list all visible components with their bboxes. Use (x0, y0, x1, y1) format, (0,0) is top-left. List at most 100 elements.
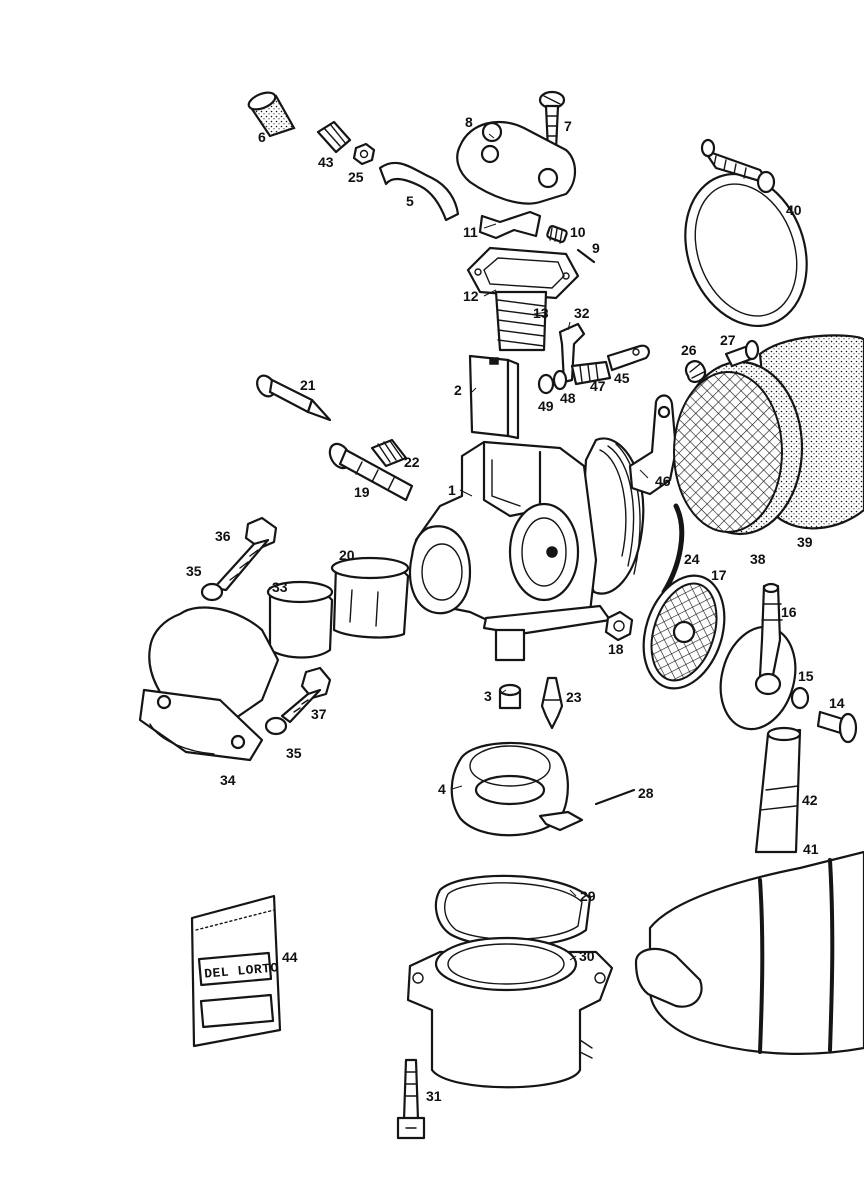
label-49: 49 (538, 398, 554, 414)
label-5: 5 (406, 193, 414, 209)
fuel-inlet-part (719, 582, 797, 731)
banjo-nut-part (604, 610, 634, 642)
label-10: 10 (570, 224, 586, 240)
label-26: 26 (681, 342, 697, 358)
float-bowl-part (406, 936, 614, 1089)
manifold-stud-lower-part (280, 666, 332, 724)
idle-spring-part (370, 438, 408, 468)
mounting-bracket-part (628, 394, 678, 496)
rubber-sleeve-part (330, 556, 410, 639)
bracket-hole (657, 405, 671, 419)
label-2: 2 (454, 382, 462, 398)
label-29: 29 (580, 888, 596, 904)
label-9: 9 (592, 240, 600, 256)
intake-manifold-part (138, 580, 334, 762)
label-48: 48 (560, 390, 576, 406)
label-39: 39 (797, 534, 813, 550)
label-14: 14 (829, 695, 845, 711)
carburettor-body-part (408, 437, 645, 662)
small-spring-part (546, 225, 568, 244)
label-47: 47 (590, 378, 606, 394)
label-3: 3 (484, 688, 492, 704)
label-35-upper: 35 (186, 563, 202, 579)
label-19: 19 (354, 484, 370, 500)
label-15: 15 (798, 668, 814, 684)
label-22: 22 (404, 454, 420, 470)
label-21: 21 (300, 377, 316, 393)
label-4: 4 (438, 781, 446, 797)
choke-lever-part (558, 322, 586, 384)
top-gasket-part (466, 246, 580, 300)
label-7: 7 (564, 118, 572, 134)
label-6: 6 (258, 129, 266, 145)
filter-clip-part (685, 360, 707, 383)
label-18: 18 (608, 641, 624, 657)
air-box-part (634, 850, 864, 1055)
rubber-cap-part (247, 91, 296, 138)
float-part (450, 741, 584, 837)
label-40: 40 (786, 202, 802, 218)
label-31: 31 (426, 1088, 442, 1104)
part-number-labels: 1 2 3 4 5 6 7 8 9 10 11 12 13 14 15 16 1… (186, 114, 845, 1104)
bowl-gasket-part (434, 874, 592, 948)
label-38: 38 (750, 551, 766, 567)
fuel-filter-screen-part (642, 574, 726, 690)
label-11: 11 (463, 224, 478, 240)
banjo-bolt-part (816, 710, 858, 744)
fuel-tube-part (378, 161, 460, 222)
choke-bracket-part (478, 210, 542, 240)
label-1: 1 (448, 482, 456, 498)
manifold-stud-upper-part (212, 516, 278, 592)
choke-plunger-assembly (537, 344, 650, 395)
idle-screw-part (256, 374, 332, 422)
label-32: 32 (574, 305, 590, 321)
callout-leaders (451, 133, 649, 961)
filter-screw-part (724, 339, 760, 368)
label-33: 33 (272, 579, 288, 595)
label-45: 45 (614, 370, 630, 386)
washer-lower-part (264, 716, 288, 736)
label-16: 16 (781, 604, 797, 620)
label-42: 42 (802, 792, 818, 808)
gasket-kit-bag-part: DEL LORTO (190, 894, 282, 1048)
split-pin-part (576, 248, 596, 264)
float-pin-part (594, 788, 636, 806)
lock-nut-part (352, 142, 376, 166)
sealing-washer-part (790, 686, 810, 710)
intake-hose-piece-part (754, 726, 802, 854)
label-17: 17 (711, 567, 727, 583)
mixture-screw-part (328, 442, 414, 502)
label-43: 43 (318, 154, 334, 170)
label-37: 37 (311, 706, 327, 722)
throttle-slide-part (468, 354, 520, 440)
float-needle-part (540, 676, 564, 730)
carb-top-cover-part (456, 120, 577, 205)
air-filter-part (673, 334, 864, 536)
label-12: 12 (463, 288, 479, 304)
washer-upper-part (200, 582, 224, 602)
label-27: 27 (720, 332, 736, 348)
bowl-screw-part (396, 1058, 426, 1140)
label-34: 34 (220, 772, 236, 788)
label-13: 13 (533, 305, 549, 321)
slide-spring-part (494, 290, 548, 352)
adjuster-screw-part (316, 120, 352, 154)
label-30: 30 (579, 948, 595, 964)
label-20: 20 (339, 547, 355, 563)
label-28: 28 (638, 785, 654, 801)
label-36: 36 (215, 528, 231, 544)
label-46: 46 (655, 473, 671, 489)
label-23: 23 (566, 689, 582, 705)
label-25: 25 (348, 169, 364, 185)
label-44: 44 (282, 949, 298, 965)
label-8: 8 (465, 114, 473, 130)
kit-bag-logo: DEL LORTO (204, 960, 280, 981)
hose-clamp-part (684, 138, 808, 328)
label-41: 41 (803, 841, 819, 857)
main-jet-part (498, 683, 522, 710)
vent-hose-part (661, 503, 685, 595)
label-35-lower: 35 (286, 745, 302, 761)
label-24: 24 (684, 551, 700, 567)
